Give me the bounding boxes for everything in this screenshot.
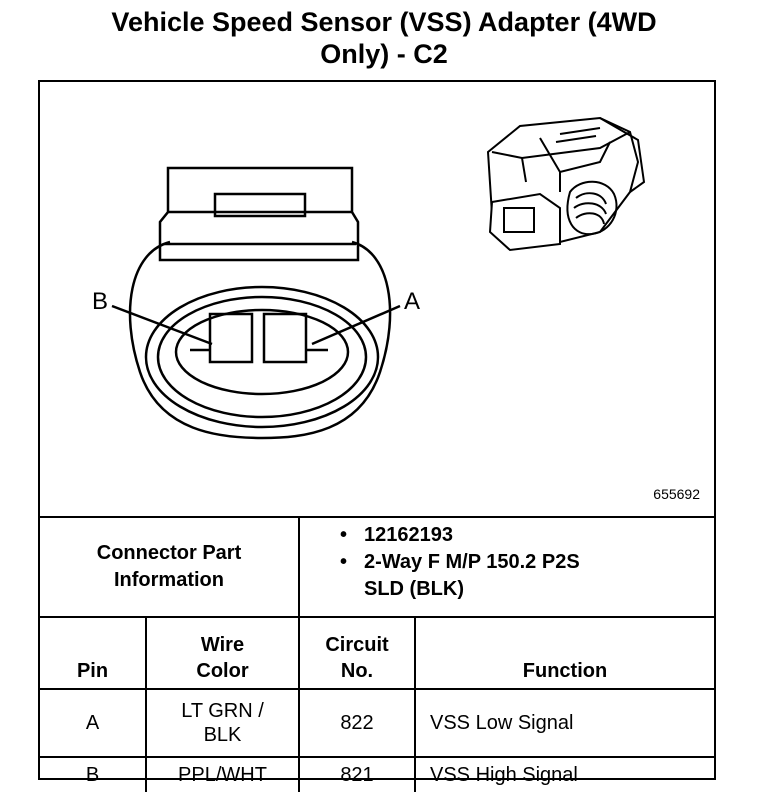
latch-window — [213, 192, 307, 218]
connector-diagram: B A 655692 — [40, 82, 714, 518]
header-circuit: Circuit No. — [298, 616, 416, 690]
connector-info-table: Connector Part Information 12162193 2-Wa… — [40, 518, 714, 618]
title-line-2: Only) - C2 — [320, 39, 448, 69]
leader-line-a — [311, 304, 401, 346]
connector-info-label: Connector Part Information — [40, 518, 300, 618]
header-circuit-line-1: Circuit — [325, 634, 389, 656]
cell-function: VSS High Signal — [414, 756, 714, 792]
table-row: A LT GRN / BLK 822 VSS Low Signal — [40, 688, 714, 758]
pin-label-b: B — [92, 288, 109, 315]
terminal-b — [208, 312, 254, 364]
figure-id: 655692 — [653, 486, 700, 502]
connector-description-line-2: SLD (BLK) — [364, 578, 464, 600]
cell-wire-color: PPL/WHT — [145, 756, 300, 792]
header-wire-color-line-2: Color — [196, 660, 249, 682]
connector-info-details: 12162193 2-Way F M/P 150.2 P2S SLD (BLK) — [298, 518, 714, 618]
cell-pin: A — [40, 688, 147, 758]
terminal-a — [262, 312, 308, 364]
table-row: B PPL/WHT 821 VSS High Signal — [40, 756, 714, 792]
leader-line-b — [111, 304, 213, 346]
cell-circuit: 821 — [298, 756, 416, 792]
cell-wire-color-line-1: LT GRN / — [181, 700, 264, 722]
inner-cavity — [174, 308, 350, 396]
cell-pin: B — [40, 756, 147, 792]
cell-wire-color-line-2: BLK — [203, 724, 242, 746]
pin-label-a: A — [404, 288, 421, 315]
connector-face-view — [111, 166, 401, 440]
header-wire-color-line-1: Wire — [200, 634, 245, 656]
page-title: Vehicle Speed Sensor (VSS) Adapter (4WD … — [0, 6, 768, 70]
connector-iso-view — [486, 116, 646, 252]
header-pin: Pin — [40, 616, 147, 690]
connector-drawing — [111, 116, 646, 440]
cell-circuit: 822 — [298, 688, 416, 758]
outer-shell — [128, 240, 392, 440]
pin-table-header: Pin Wire Color Circuit No. Function — [40, 616, 714, 690]
connector-description-line-1: 2-Way F M/P 150.2 P2S — [364, 551, 580, 573]
header-function: Function — [414, 616, 714, 690]
connector-frame: B A 655692 Connector Part Information 12… — [38, 80, 716, 792]
connector-info-label-line-1: Connector Part — [96, 542, 242, 564]
header-wire-color: Wire Color — [145, 616, 300, 690]
connector-description: 2-Way F M/P 150.2 P2S SLD (BLK) — [340, 549, 714, 603]
seal-ring — [144, 285, 380, 429]
header-circuit-line-2: No. — [340, 660, 374, 682]
title-line-1: Vehicle Speed Sensor (VSS) Adapter (4WD — [111, 7, 657, 37]
cell-function: VSS Low Signal — [414, 688, 714, 758]
cell-wire-color: LT GRN / BLK — [145, 688, 300, 758]
part-number: 12162193 — [340, 522, 714, 549]
connector-info-label-line-2: Information — [114, 569, 224, 591]
latch-housing — [158, 166, 360, 262]
pin-table: Pin Wire Color Circuit No. Function A LT… — [40, 616, 714, 792]
